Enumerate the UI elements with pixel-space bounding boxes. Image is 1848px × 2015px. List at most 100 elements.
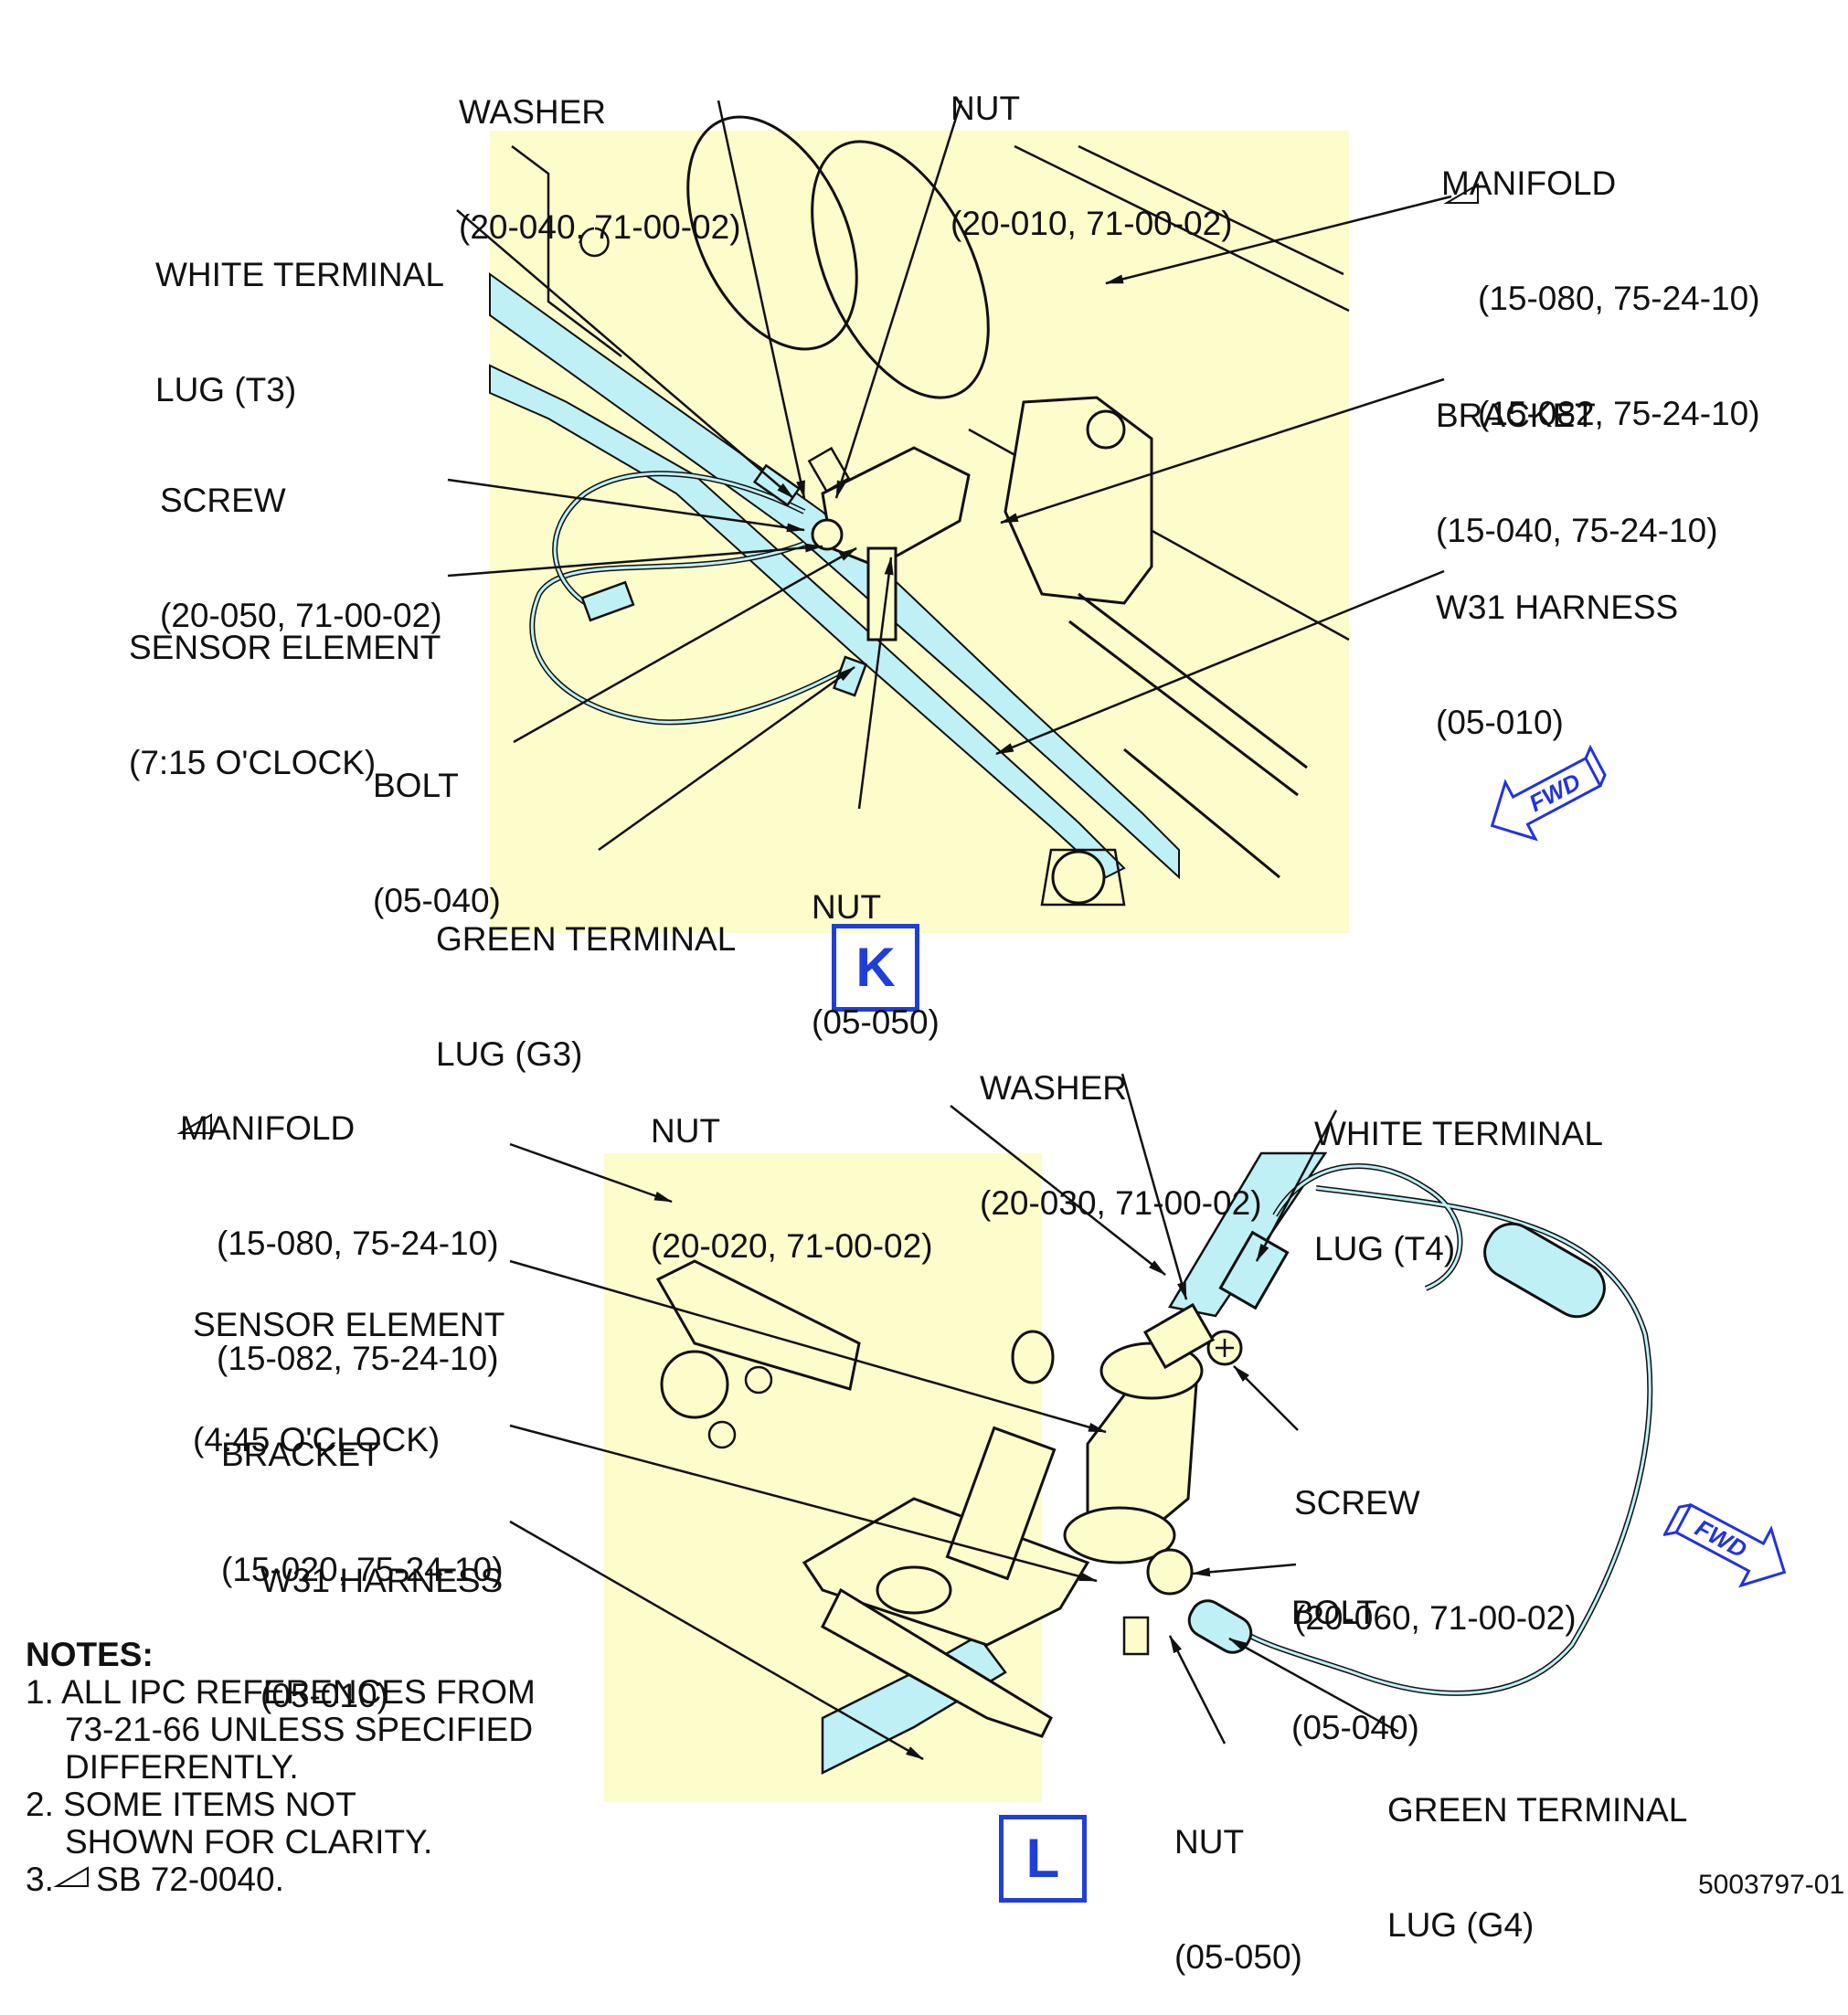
k-callout-screw: SCREW (20-050, 71-00-02) (160, 405, 442, 673)
note-1-line-1: 1. ALL IPC REFERENCES FROM (26, 1673, 536, 1711)
view-l-sensor-2 (945, 1426, 1057, 1581)
l-callout-screw: SCREW (20-060, 71-00-02) (1294, 1407, 1577, 1676)
sb-symbol-note (53, 1866, 89, 1887)
l-nut-bottom-name: NUT (1174, 1823, 1245, 1861)
view-l-bolt-head (1146, 1548, 1194, 1596)
l-callout-sensor: SENSOR ELEMENT (4:45 O'CLOCK) (193, 1229, 504, 1498)
l-bracket-name: BRACKET (221, 1436, 381, 1473)
l-manifold-name: MANIFOLD (180, 1109, 356, 1147)
l-bolt-name: BOLT (1291, 1594, 1377, 1631)
view-k-bracket-stud (1086, 409, 1126, 450)
view-l-white-lug (1218, 1230, 1290, 1310)
view-k-bracket-shape (1004, 396, 1153, 605)
view-k-white-lug-sleeve (580, 580, 635, 622)
l-callout-green-lug: GREEN TERMINAL LUG (G4) (1387, 1714, 1687, 1983)
view-l-upper-plate (655, 1259, 861, 1391)
k-screw-name: SCREW (160, 482, 286, 519)
l-screw-ref: (20-060, 71-00-02) (1294, 1599, 1577, 1637)
view-k-leaders (447, 100, 1452, 852)
k-callout-nut-top: NUT (20-010, 71-00-02) (951, 13, 1233, 281)
l-washer-name: WASHER (980, 1069, 1128, 1107)
view-k-lower-nut (1051, 850, 1106, 905)
k-bracket-name: BRACKET (1436, 397, 1596, 434)
k-callout-manifold: MANIFOLD (15-080, 75-24-10) (15-082, 75-… (1441, 88, 1760, 472)
note-2-line-1: 2. SOME ITEMS NOT (26, 1786, 356, 1823)
l-nut-bottom-ref: (05-050) (1174, 1938, 1302, 1976)
view-k-bolt-head (811, 518, 844, 551)
k-callout-washer: WASHER (20-040, 71-00-02) (459, 16, 741, 285)
l-washer-ref: (20-030, 71-00-02) (980, 1184, 1262, 1222)
k-callout-white-lug: WHITE TERMINAL LUG (T3) (155, 179, 444, 448)
k-white-lug-ref: LUG (T3) (155, 371, 297, 408)
l-manifold-ref-1: (15-080, 75-24-10) (217, 1225, 499, 1262)
view-l-leaders (509, 1073, 1399, 1761)
illustration (53, 100, 1653, 1887)
l-callout-nut-top: NUT (20-020, 71-00-02) (651, 1035, 933, 1304)
k-white-lug-name: WHITE TERMINAL (155, 256, 444, 293)
note-1-line-3: DIFFERENTLY. (65, 1748, 299, 1786)
k-harness-ref: (05-010) (1436, 704, 1564, 741)
l-nut-top-name: NUT (651, 1112, 721, 1150)
l-white-lug-ref: LUG (T4) (1314, 1230, 1456, 1267)
l-bracket-ref: (15-020, 75-24-10) (221, 1551, 504, 1588)
k-sensor-ref: (7:15 O'CLOCK) (129, 744, 377, 781)
k-nut-bottom-name: NUT (812, 888, 882, 926)
view-k-harness-tube (489, 272, 1180, 880)
view-k-rods (1068, 592, 1308, 879)
k-callout-bolt: BOLT (05-040) (373, 690, 501, 959)
l-sensor-name: SENSOR ELEMENT (193, 1306, 505, 1343)
k-bolt-name: BOLT (373, 767, 459, 804)
l-callout-nut-bottom: NUT (05-050) (1174, 1746, 1302, 2015)
view-k-duct-ring (811, 140, 990, 399)
k-callout-sensor: SENSOR ELEMENT (7:15 O'CLOCK) (129, 552, 441, 821)
note-3-text: SB 72-0040. (96, 1861, 284, 1898)
k-nut-top-ref: (20-010, 71-00-02) (951, 205, 1233, 242)
l-nut-top-ref: (20-020, 71-00-02) (651, 1227, 933, 1265)
view-l-bracket-foot (821, 1587, 1053, 1738)
k-green-lug-name: GREEN TERMINAL (436, 920, 737, 958)
view-l-washer (1142, 1302, 1216, 1370)
k-screw-ref: (20-050, 71-00-02) (160, 597, 442, 634)
sb-symbol-k (1443, 183, 1479, 204)
l-manifold-ref-2: (15-082, 75-24-10) (217, 1340, 499, 1377)
k-callout-nut-bottom: NUT (05-050) (812, 811, 940, 1080)
l-green-lug-ref: LUG (G4) (1387, 1906, 1535, 1944)
l-harness-name: W31 HARNESS (260, 1562, 504, 1599)
note-3-number: 3. (26, 1861, 64, 1898)
view-l-bracket-shape (802, 1497, 1090, 1647)
view-k-artwork (447, 100, 1452, 933)
fwd-arrow-l: FWD (1663, 1502, 1787, 1588)
l-bolt-ref: (05-040) (1291, 1709, 1419, 1746)
view-l-nut-bottom (1122, 1616, 1150, 1656)
l-callout-bolt: BOLT (05-040) (1291, 1517, 1419, 1786)
view-l-nut-a (876, 1565, 952, 1615)
l-callout-white-lug: WHITE TERMINAL LUG (T4) (1314, 1038, 1603, 1307)
l-callout-bracket: BRACKET (15-020, 75-24-10) (221, 1359, 504, 1628)
notes-block: NOTES: 1. ALL IPC REFERENCES FROM 73-21-… (26, 1636, 536, 1898)
k-washer-ref: (20-040, 71-00-02) (459, 208, 741, 246)
view-k-lower-plate (1040, 848, 1126, 907)
fwd-arrow-k: FWD (1490, 744, 1607, 842)
k-bolt-ref: (05-040) (373, 882, 501, 919)
note-3: 3. SB 72-0040. (26, 1861, 536, 1898)
view-l-nut-top (1011, 1330, 1055, 1384)
l-green-lug-name: GREEN TERMINAL (1387, 1791, 1688, 1829)
l-white-lug-name: WHITE TERMINAL (1314, 1115, 1603, 1152)
k-callout-harness: W31 HARNESS (05-010) (1436, 512, 1678, 780)
l-harness-ref: (05-010) (260, 1677, 388, 1714)
k-washer-name: WASHER (459, 93, 607, 131)
l-screw-name: SCREW (1294, 1484, 1420, 1522)
sb-symbol-l (176, 1113, 212, 1134)
k-manifold-ref-2: (15-082, 75-24-10) (1478, 395, 1760, 432)
view-l-artwork (509, 1073, 1653, 1802)
k-callout-bracket: BRACKET (15-040, 75-24-10) (1436, 320, 1718, 589)
k-harness-name: W31 HARNESS (1436, 589, 1679, 626)
k-green-lug-ref: LUG (G3) (436, 1035, 583, 1073)
view-k-loop-wire-fill (530, 542, 851, 724)
view-label-l: L (999, 1815, 1087, 1903)
view-l-harness-upper (1168, 1151, 1328, 1318)
view-l-white-lug-sleeve (1483, 1222, 1606, 1319)
k-nut-bottom-ref: (05-050) (812, 1003, 940, 1041)
view-l-plug (660, 1350, 729, 1419)
k-callout-green-lug: GREEN TERMINAL LUG (G3) (436, 843, 736, 1112)
